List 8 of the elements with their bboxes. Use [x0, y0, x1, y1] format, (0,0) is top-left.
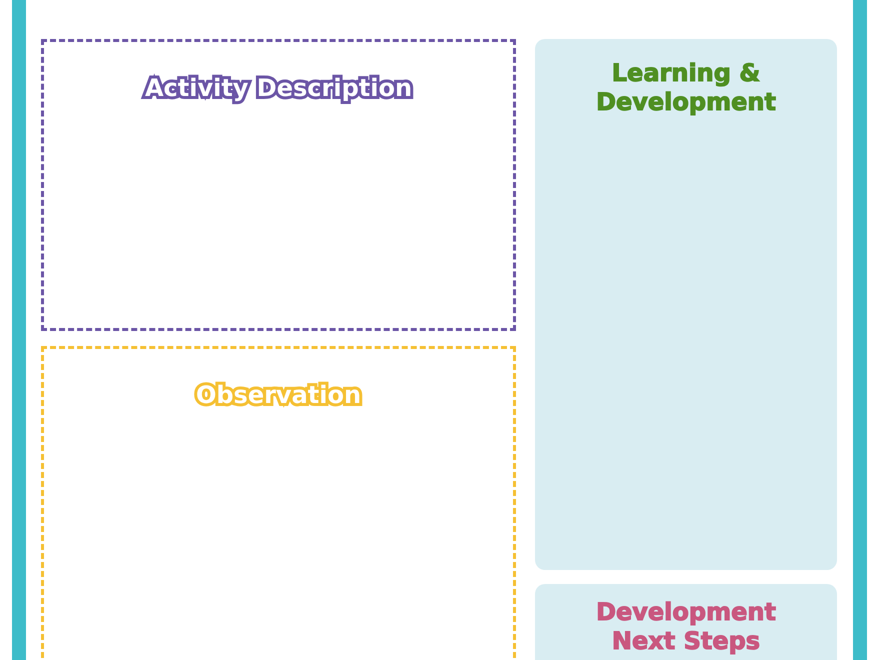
dashed-box	[41, 346, 516, 660]
section-heading: Learning & Development	[595, 59, 777, 117]
section-heading: Observation	[193, 380, 364, 411]
panel	[535, 39, 837, 570]
section-heading: Activity Description	[128, 70, 428, 106]
section-heading: Development Next Steps	[595, 598, 777, 656]
dashed-box	[41, 39, 516, 331]
panel	[535, 584, 837, 660]
